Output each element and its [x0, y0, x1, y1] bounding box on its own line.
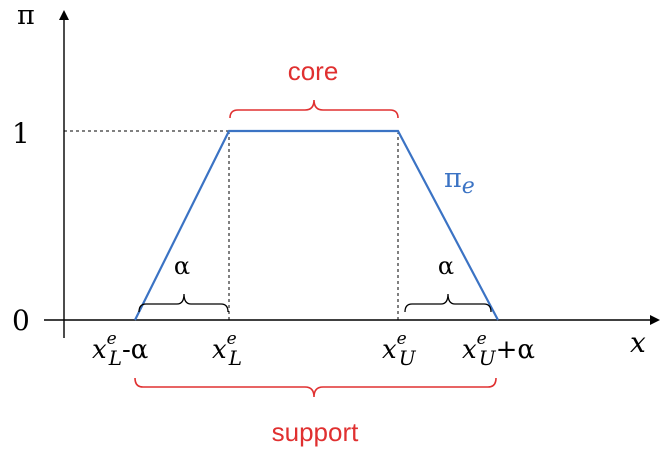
support-brace [134, 377, 497, 398]
x-tick-xu-sub: U [399, 346, 417, 370]
x-tick-xu-plus-alpha-suffix: +α [496, 335, 535, 365]
x-tick-xu-plus-alpha-sup: e [477, 329, 487, 349]
curve-label: πe [444, 163, 475, 199]
alpha-right-label: α [438, 252, 454, 280]
alpha-right-brace [404, 293, 492, 313]
x-tick-xu-plus-alpha-base: x [462, 335, 477, 365]
x-tick-xl-sub: L [228, 346, 242, 370]
x-axis-label: x [630, 326, 646, 359]
y-tick-zero: 0 [12, 304, 30, 337]
support-label: support [272, 417, 359, 447]
x-tick-xl-minus-alpha-sup: e [107, 329, 117, 349]
membership-trapezoid [134, 129, 499, 321]
x-tick-xl-base: x [212, 335, 227, 365]
x-tick-xu-plus-alpha-sub: U [479, 346, 497, 370]
x-tick-xl-minus-alpha-suffix: -α [122, 335, 148, 365]
y-axis-label: π [17, 0, 35, 31]
curve-label-sub: e [462, 174, 475, 199]
alpha-left-brace [138, 293, 229, 313]
core-label: core [288, 56, 339, 86]
x-tick-xl-minus-alpha-base: x [92, 335, 107, 365]
x-tick-xl-minus-alpha-sub: L [108, 346, 122, 370]
y-tick-one: 1 [12, 117, 30, 150]
alpha-left-label: α [174, 252, 190, 280]
curve-label-base: π [444, 163, 462, 194]
x-tick-xu-base: x [382, 335, 397, 365]
x-tick-xu-sup: e [397, 329, 407, 349]
x-tick-xl-sup: e [227, 329, 237, 349]
core-brace [229, 99, 399, 119]
